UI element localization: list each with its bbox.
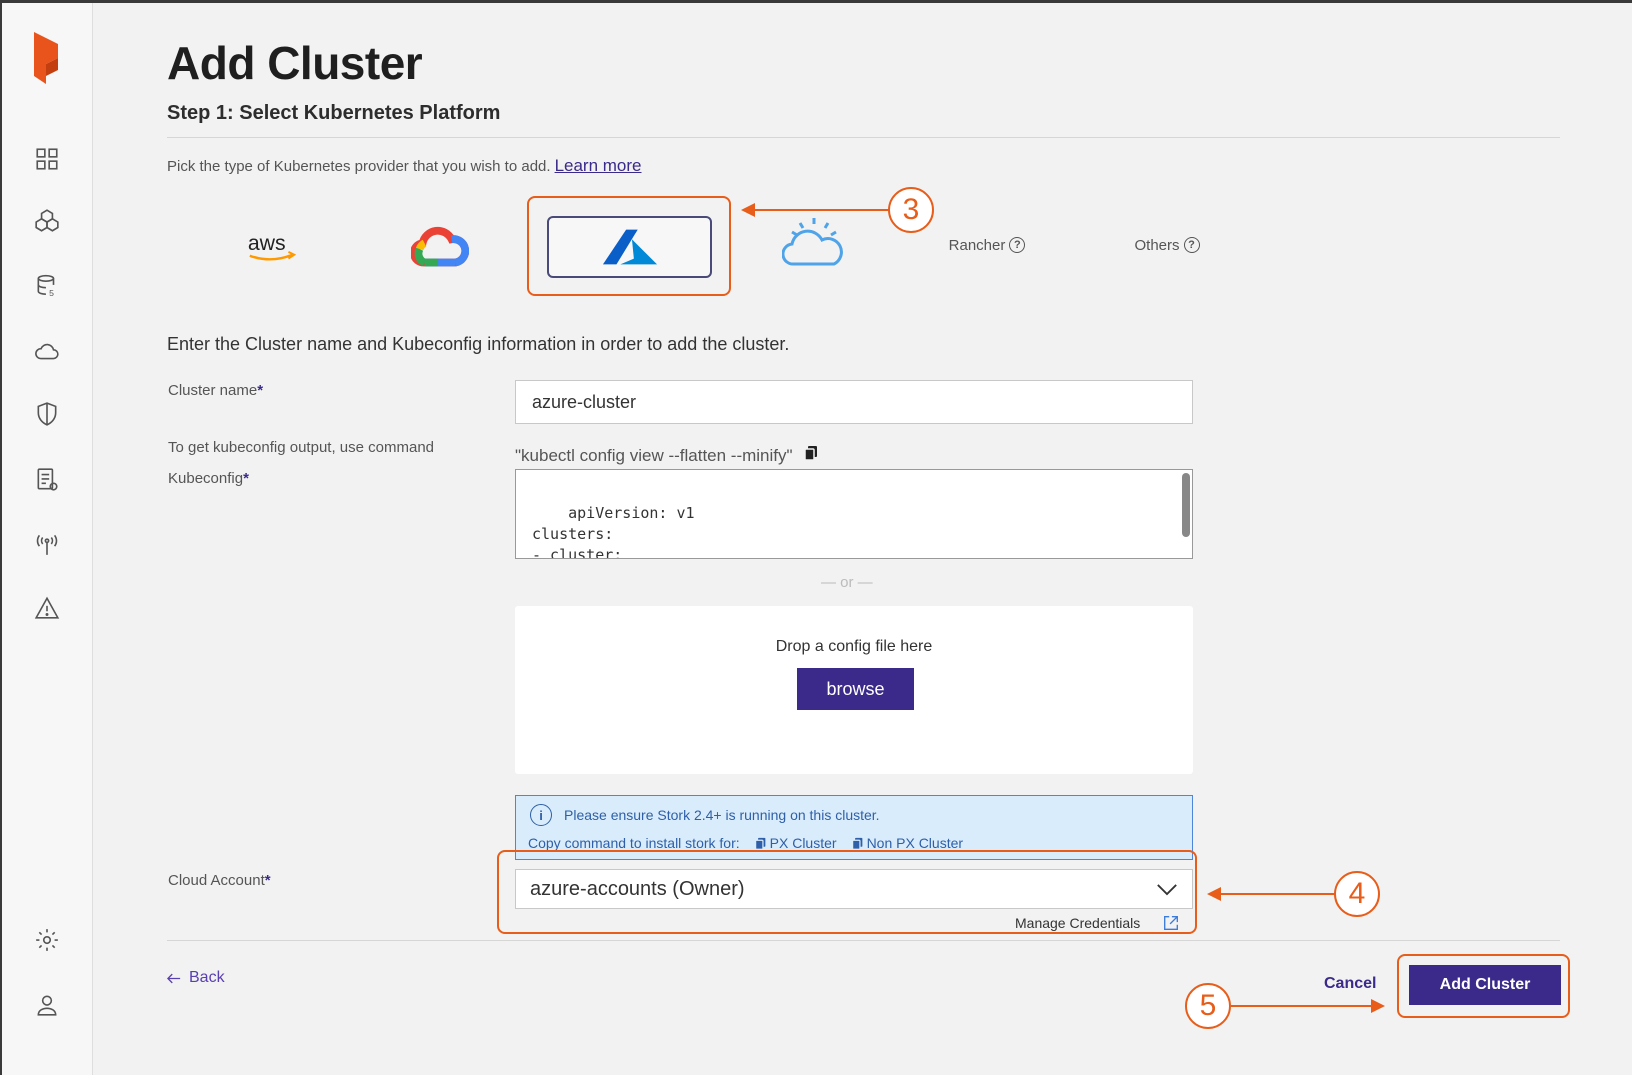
copy-px-cluster-link[interactable]: PX Cluster bbox=[754, 835, 837, 851]
stork-info-text: Please ensure Stork 2.4+ is running on t… bbox=[564, 807, 880, 823]
aws-logo-text: aws bbox=[248, 231, 286, 255]
command-text: "kubectl config view --flatten --minify" bbox=[515, 445, 793, 465]
provider-others[interactable]: Others? bbox=[1122, 230, 1212, 260]
step-title: Step 1: Select Kubernetes Platform bbox=[167, 102, 501, 124]
help-icon[interactable]: ? bbox=[1009, 237, 1026, 253]
kubeconfig-hint: To get kubeconfig output, use command bbox=[168, 439, 435, 456]
antenna-icon[interactable] bbox=[32, 529, 62, 559]
external-link-icon bbox=[1164, 916, 1179, 930]
form-intro-text: Enter the Cluster name and Kubeconfig in… bbox=[167, 334, 790, 354]
kubectl-command: "kubectl config view --flatten --minify" bbox=[515, 445, 819, 466]
cloud-account-label: Cloud Account* bbox=[168, 872, 271, 889]
learn-more-link[interactable]: Learn more bbox=[554, 156, 642, 175]
settings-icon[interactable] bbox=[32, 925, 62, 955]
copy-icon bbox=[754, 837, 766, 850]
drop-text: Drop a config file here bbox=[775, 638, 933, 655]
copy-icon[interactable] bbox=[803, 445, 819, 466]
cluster-name-input[interactable]: azure-cluster bbox=[515, 380, 1193, 424]
annotation-box-add-cluster bbox=[1397, 954, 1570, 1018]
sidebar: 5 bbox=[2, 3, 93, 1075]
pick-provider-label: Pick the type of Kubernetes provider tha… bbox=[167, 158, 551, 175]
annotation-line-3 bbox=[753, 209, 889, 211]
textarea-scrollbar[interactable] bbox=[1182, 473, 1190, 537]
annotation-line-4 bbox=[1219, 893, 1335, 895]
copy-icon bbox=[851, 837, 862, 850]
dashboard-icon[interactable] bbox=[32, 144, 62, 174]
alert-icon[interactable] bbox=[32, 593, 62, 623]
rancher-label: Rancher bbox=[948, 236, 1006, 254]
annotation-circle-4: 4 bbox=[1334, 871, 1380, 917]
manage-credentials-link[interactable]: Manage Credentials bbox=[1015, 914, 1180, 932]
footer-divider bbox=[167, 940, 1560, 941]
annotation-line-5 bbox=[1231, 1005, 1371, 1007]
copy-non-px-cluster-link[interactable]: Non PX Cluster bbox=[851, 835, 963, 851]
cluster-name-label: Cluster name* bbox=[168, 382, 264, 399]
shield-icon[interactable] bbox=[32, 399, 62, 429]
browse-button[interactable]: browse bbox=[797, 668, 914, 710]
arrow-left-icon bbox=[167, 973, 181, 983]
svg-text:5: 5 bbox=[49, 288, 54, 298]
chevron-down-icon bbox=[1157, 883, 1177, 895]
azure-icon bbox=[602, 229, 657, 265]
or-separator: — or — bbox=[821, 574, 873, 591]
annotation-arrowhead-5 bbox=[1371, 999, 1385, 1013]
provider-rancher[interactable]: Rancher? bbox=[937, 230, 1037, 260]
others-label: Others bbox=[1134, 236, 1180, 254]
annotation-circle-3: 3 bbox=[888, 187, 934, 233]
ibm-cloud-icon bbox=[782, 218, 843, 266]
back-label: Back bbox=[189, 969, 225, 986]
reports-icon[interactable] bbox=[32, 465, 62, 495]
back-link[interactable]: Back bbox=[167, 969, 225, 987]
pick-provider-text: Pick the type of Kubernetes provider tha… bbox=[167, 156, 642, 176]
stork-info-box: i Please ensure Stork 2.4+ is running on… bbox=[515, 795, 1193, 860]
header-divider bbox=[167, 137, 1560, 138]
provider-azure[interactable] bbox=[547, 216, 712, 278]
provider-google-cloud[interactable] bbox=[405, 220, 475, 275]
manage-credentials-label: Manage Credentials bbox=[1015, 915, 1141, 931]
cloud-account-select[interactable]: azure-accounts (Owner) bbox=[515, 869, 1193, 909]
page-title: Add Cluster bbox=[167, 37, 423, 89]
user-icon[interactable] bbox=[32, 990, 62, 1020]
applications-icon[interactable] bbox=[32, 206, 62, 236]
provider-ibm-cloud[interactable] bbox=[779, 212, 849, 272]
cloud-account-value: azure-accounts (Owner) bbox=[530, 877, 745, 900]
kubeconfig-content: apiVersion: v1 clusters: - cluster: cert… bbox=[532, 504, 695, 559]
window-frame-top bbox=[0, 0, 1632, 3]
config-drop-zone[interactable]: Drop a config file here browse bbox=[515, 606, 1193, 774]
annotation-arrowhead-4 bbox=[1207, 887, 1221, 901]
portworx-logo[interactable] bbox=[28, 28, 68, 88]
storage-icon[interactable]: 5 bbox=[32, 271, 62, 301]
annotation-box-azure bbox=[527, 196, 731, 296]
kubeconfig-textarea[interactable]: apiVersion: v1 clusters: - cluster: cert… bbox=[515, 469, 1193, 559]
help-icon[interactable]: ? bbox=[1183, 237, 1200, 253]
google-cloud-icon bbox=[411, 226, 469, 266]
cloud-icon[interactable] bbox=[32, 337, 62, 367]
main-content: Add Cluster Step 1: Select Kubernetes Pl… bbox=[167, 0, 1570, 1075]
annotation-box-cloud-account bbox=[497, 850, 1197, 934]
provider-aws[interactable]: aws bbox=[223, 222, 323, 272]
kubeconfig-label: Kubeconfig* bbox=[168, 470, 249, 487]
annotation-circle-5: 5 bbox=[1185, 983, 1231, 1029]
add-cluster-button[interactable]: Add Cluster bbox=[1409, 965, 1561, 1005]
window-frame-left bbox=[0, 0, 2, 1075]
info-icon: i bbox=[530, 804, 552, 826]
annotation-arrowhead-3 bbox=[741, 203, 755, 217]
cancel-button[interactable]: Cancel bbox=[1324, 975, 1377, 992]
copy-command-label: Copy command to install stork for: bbox=[528, 835, 740, 851]
